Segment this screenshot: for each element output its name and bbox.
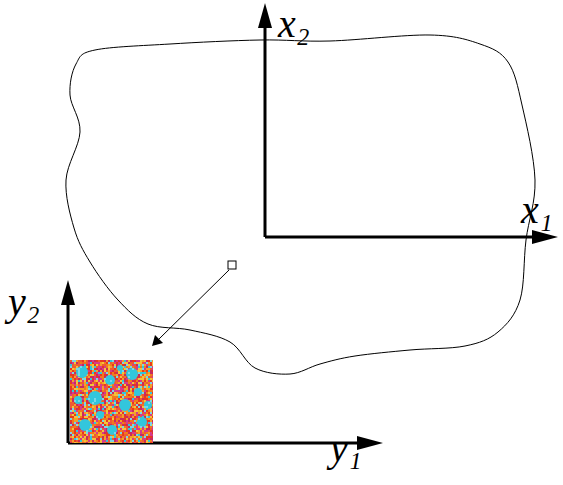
x2-axis bbox=[264, 24, 267, 237]
arrow-head bbox=[61, 280, 75, 305]
arrow-head bbox=[258, 3, 272, 28]
axis-label: x₂ bbox=[278, 4, 310, 44]
arrow-head bbox=[152, 335, 163, 346]
microstructure-image bbox=[70, 360, 153, 443]
sample-point bbox=[228, 261, 236, 269]
arrow-head bbox=[532, 230, 558, 244]
x1-axis bbox=[265, 236, 535, 239]
axis-label: y₂ bbox=[8, 282, 40, 322]
body-outline bbox=[66, 35, 535, 374]
axis-label: y₁ bbox=[330, 428, 362, 468]
zoom-line bbox=[158, 270, 229, 340]
axis-label: x₁ bbox=[521, 190, 553, 230]
